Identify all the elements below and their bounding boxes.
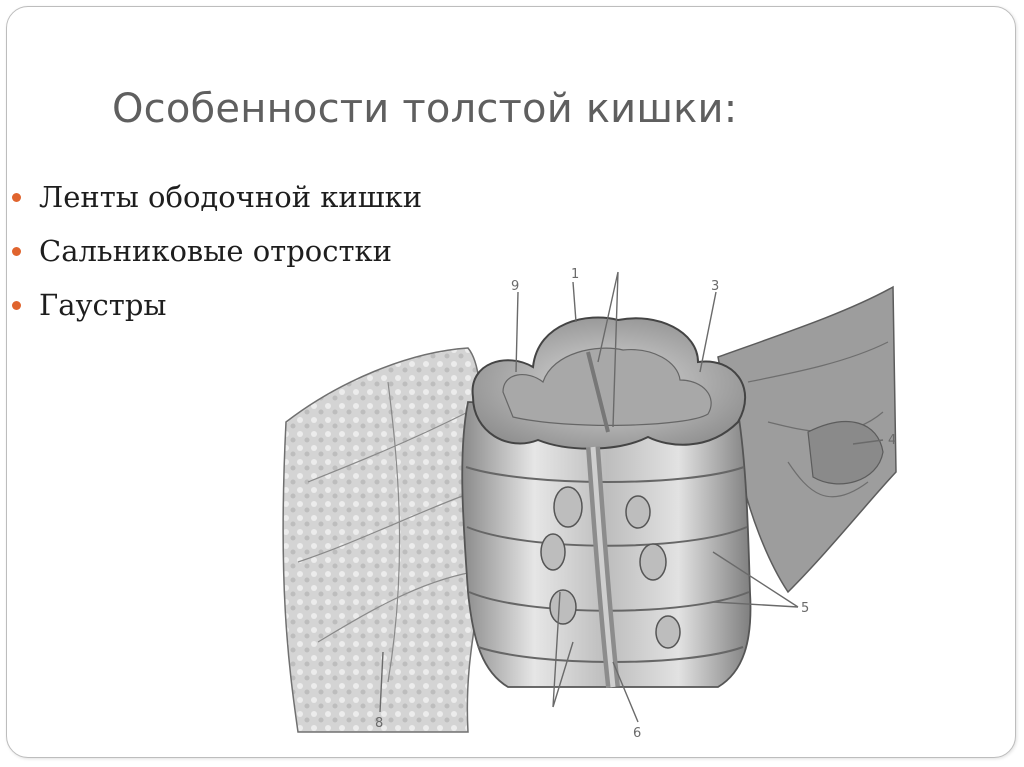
label-9: 9: [511, 279, 519, 294]
epiploic-appendices: [540, 486, 681, 649]
label-4: 4: [888, 433, 896, 448]
bullet-dot-icon: [12, 300, 21, 310]
label-8: 8: [375, 716, 383, 731]
label-6: 6: [633, 726, 641, 741]
label-3: 3: [711, 279, 719, 294]
bullet-text: Ленты ободочной кишки: [39, 180, 423, 214]
bullet-item: Гаустры: [12, 278, 422, 332]
left-mesentery: [282, 347, 485, 733]
colon-illustration: 9 1 3 4 5 8 6: [282, 267, 897, 741]
right-mesentery: [717, 285, 897, 594]
label-1: 1: [571, 267, 579, 282]
bullet-text: Сальниковые отростки: [39, 234, 392, 268]
bullet-dot-icon: [12, 246, 21, 256]
bullet-text: Гаустры: [39, 288, 167, 322]
label-5: 5: [801, 601, 809, 616]
bullet-item: Сальниковые отростки: [12, 224, 422, 278]
slide-title: Особенности толстой кишки:: [112, 86, 738, 132]
bullet-item: Ленты ободочной кишки: [12, 170, 422, 224]
bullet-dot-icon: [12, 192, 21, 202]
bullet-list: Ленты ободочной кишки Сальниковые отрост…: [12, 170, 422, 332]
